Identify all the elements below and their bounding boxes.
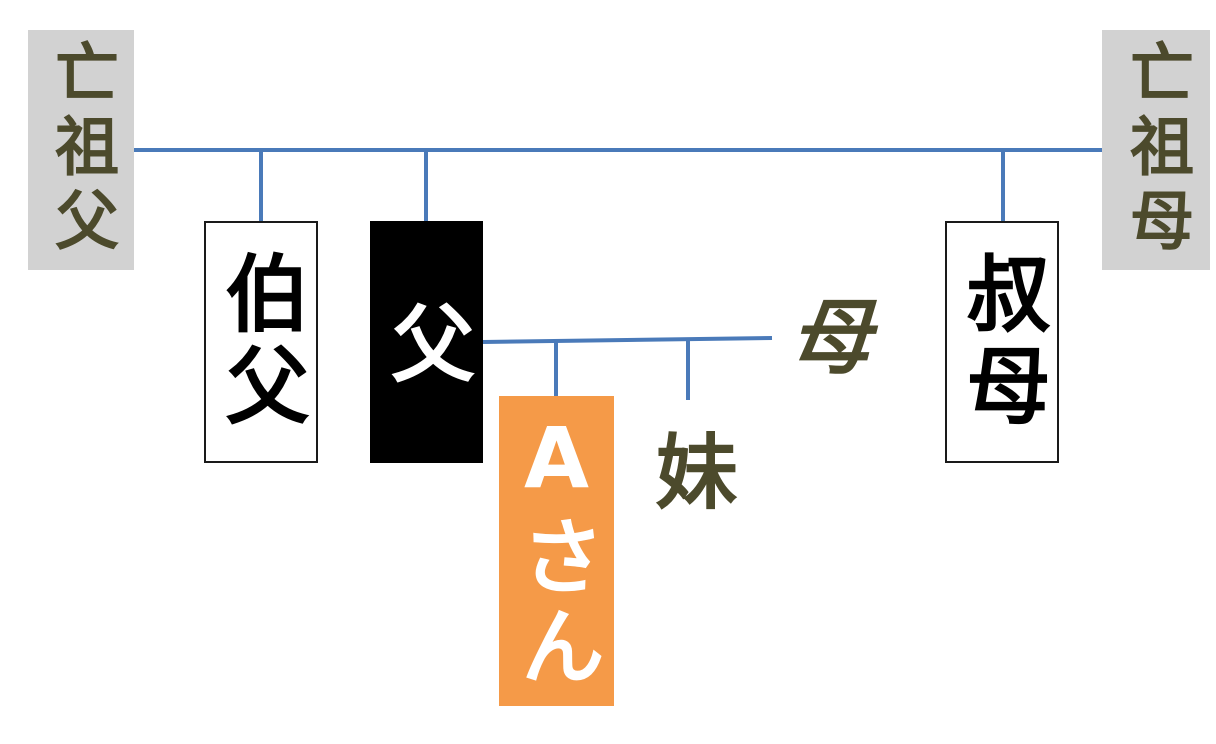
- father-label: 父: [377, 300, 476, 384]
- parents-marriage-line: [482, 336, 773, 344]
- grandfather-node: 亡祖父: [28, 30, 134, 270]
- father-node: 父: [370, 221, 483, 463]
- person-a-node: Aさん: [499, 396, 614, 706]
- grandmother-node: 亡祖母: [1102, 30, 1210, 270]
- aunt-node: 叔母: [945, 221, 1059, 463]
- aunt-label: 叔母: [953, 250, 1051, 434]
- uncle-label: 伯父: [212, 250, 310, 434]
- grandmother-label: 亡祖母: [1119, 39, 1193, 261]
- uncle-node: 伯父: [204, 221, 318, 463]
- sister-node: 妹: [638, 420, 738, 520]
- mother-label: 母: [775, 294, 870, 376]
- person-a-label: Aさん: [507, 409, 606, 693]
- mother-node: 母: [772, 290, 872, 380]
- sister-label: 妹: [641, 429, 736, 511]
- grandfather-label: 亡祖父: [44, 39, 118, 261]
